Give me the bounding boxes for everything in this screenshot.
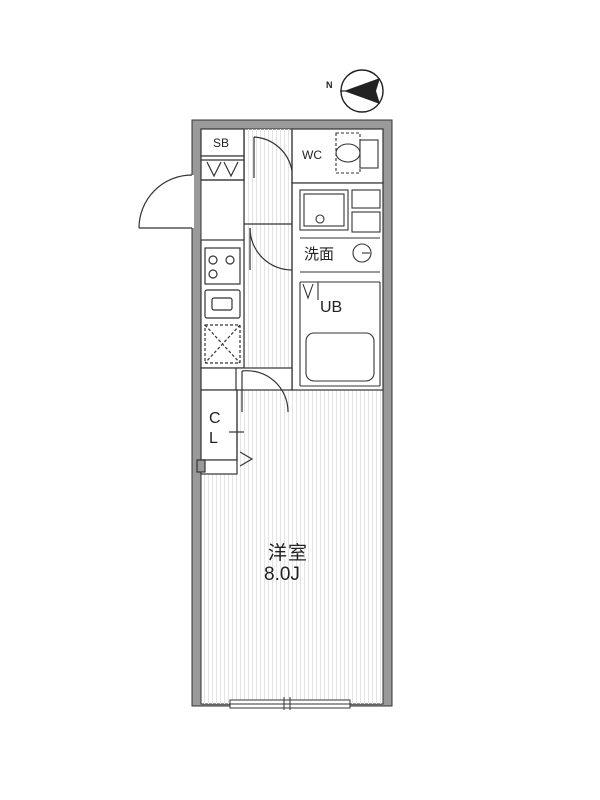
north-arrow-icon bbox=[340, 69, 384, 113]
toilet-fixture bbox=[335, 132, 379, 174]
label-unit-bath: UB bbox=[320, 299, 343, 316]
corridor-floor bbox=[244, 129, 292, 389]
unit-bath bbox=[299, 281, 381, 387]
washing-area bbox=[299, 189, 381, 273]
label-washroom: 洗面 bbox=[304, 246, 335, 263]
room-door bbox=[200, 367, 293, 413]
closet bbox=[196, 389, 254, 475]
kitchen-counter bbox=[200, 239, 245, 369]
label-closet-c: C bbox=[209, 410, 221, 427]
label-closet-l: L bbox=[209, 430, 218, 447]
shoe-box bbox=[200, 128, 245, 240]
label-wc: WC bbox=[302, 148, 322, 162]
north-label: N bbox=[326, 80, 333, 90]
window bbox=[229, 697, 351, 710]
label-shoe-box: SB bbox=[213, 136, 230, 150]
label-main-room: 洋室 bbox=[268, 543, 309, 564]
entrance-door bbox=[138, 174, 194, 229]
corridor-doors bbox=[244, 136, 293, 271]
label-main-room-size: 8.0J bbox=[264, 564, 300, 585]
